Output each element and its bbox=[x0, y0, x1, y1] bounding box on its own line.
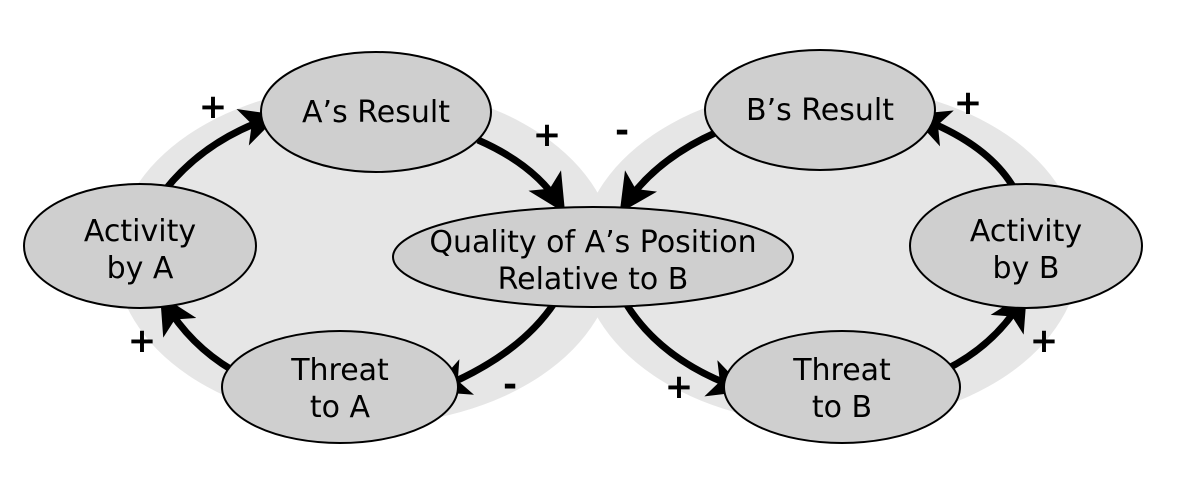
node-b-result: B’s Result bbox=[704, 49, 936, 171]
node-threat-b-line-1: Threat bbox=[792, 353, 891, 388]
node-a-result-label: A’s Result bbox=[302, 95, 450, 130]
arrow-b-result-to-quality bbox=[619, 129, 717, 214]
loop-b-area bbox=[580, 85, 1080, 425]
node-quality-line-1: Quality of A’s Position bbox=[429, 225, 756, 260]
arrow-activity-b-to-b-result bbox=[911, 110, 1019, 192]
node-threat-a-line-2: to A bbox=[310, 390, 371, 425]
sign-a-result-to-quality: + bbox=[533, 115, 562, 155]
arrow-activity-a-to-a-result bbox=[162, 109, 280, 193]
arrow-quality-to-threat-b bbox=[622, 300, 748, 397]
sign-quality-to-threat-b: + bbox=[665, 367, 694, 407]
sign-threat-b-to-activity-b: + bbox=[1030, 321, 1059, 361]
arrow-threat-b-to-activity-b bbox=[943, 291, 1027, 374]
node-b-result-label: B’s Result bbox=[746, 93, 894, 128]
node-activity-a: Activity by A bbox=[23, 183, 257, 309]
sign-activity-b-to-b-result: + bbox=[954, 83, 983, 123]
loop-a-area bbox=[115, 85, 615, 425]
arrow-threat-a-to-activity-a bbox=[160, 294, 234, 374]
node-activity-b-line-1: Activity bbox=[970, 214, 1082, 249]
node-threat-a: Threat to A bbox=[221, 330, 459, 444]
node-activity-b: Activity by B bbox=[909, 183, 1143, 309]
node-activity-a-line-1: Activity bbox=[84, 214, 196, 249]
node-quality-line-2: Relative to B bbox=[498, 262, 689, 297]
node-a-result: A’s Result bbox=[260, 51, 492, 173]
node-activity-b-line-2: by B bbox=[993, 251, 1060, 286]
arrow-a-result-to-quality bbox=[476, 136, 566, 214]
node-threat-a-line-1: Threat bbox=[290, 353, 389, 388]
node-activity-a-line-2: by A bbox=[107, 251, 174, 286]
node-threat-b-line-2: to B bbox=[812, 390, 872, 425]
sign-b-result-to-quality: - bbox=[615, 111, 629, 151]
sign-threat-a-to-activity-a: + bbox=[128, 321, 157, 361]
sign-activity-a-to-a-result: + bbox=[199, 87, 228, 127]
sign-quality-to-threat-a: - bbox=[503, 365, 517, 405]
node-quality: Quality of A’s Position Relative to B bbox=[392, 206, 794, 308]
node-threat-b: Threat to B bbox=[723, 330, 961, 444]
